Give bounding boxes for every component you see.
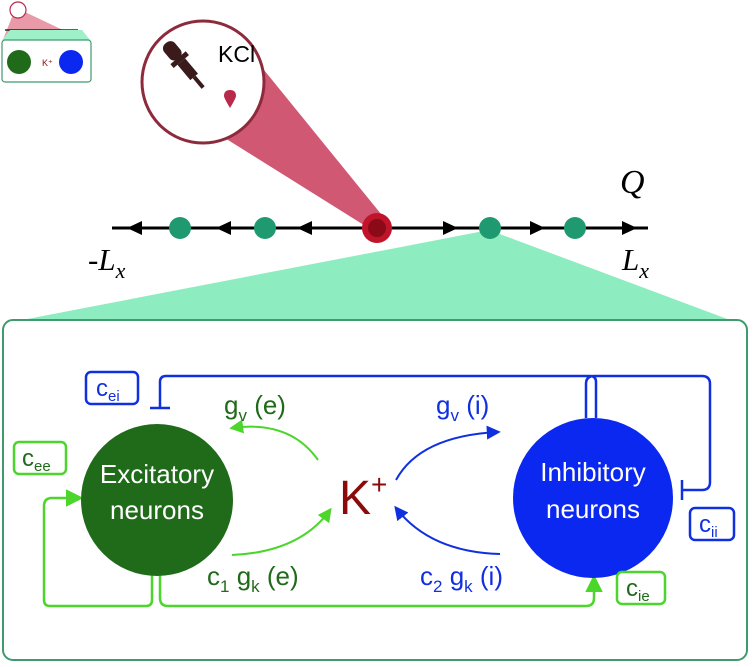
cii-box: cii xyxy=(688,506,736,542)
cii-label: cii xyxy=(699,511,718,541)
node xyxy=(254,217,276,239)
arrow-right xyxy=(443,221,458,235)
gk-i-label: c2 gk (i) xyxy=(420,561,503,596)
dropper-icon xyxy=(162,41,205,89)
thumbnail-k: K⁺ xyxy=(42,58,53,68)
inhibitory-label-line2: neurons xyxy=(546,494,640,524)
gv-i-label: gv (i) xyxy=(436,390,489,425)
cei-connection xyxy=(158,374,598,418)
thumbnail-drop-icon xyxy=(9,1,27,19)
arrow-left xyxy=(127,221,142,235)
drug-label: KCl xyxy=(218,41,255,67)
inhibitory-label-line1: Inhibitory xyxy=(540,457,646,487)
thumbnail: K⁺ xyxy=(1,1,92,83)
drug-callout-circle xyxy=(140,19,266,145)
gk-i-arrow xyxy=(394,505,501,555)
cii-connection xyxy=(584,374,712,492)
cie-box: cie xyxy=(615,570,667,606)
zoom-fan xyxy=(22,230,730,320)
field-label: Q xyxy=(620,164,645,201)
cee-connection xyxy=(42,489,154,608)
cei-label: cei xyxy=(96,375,120,405)
zoom-panel xyxy=(2,319,748,661)
excitatory-label-line1: Excitatory xyxy=(100,459,214,489)
potassium-label: K+ xyxy=(339,469,387,525)
cie-connection xyxy=(158,572,603,608)
gk-e-arrow xyxy=(231,507,332,556)
gv-e-arrow xyxy=(229,419,319,461)
gv-i-arrow xyxy=(395,425,501,481)
domain-line xyxy=(112,213,648,243)
gv-e-label: gv (e) xyxy=(224,390,286,425)
gk-e-label: c1 gk (e) xyxy=(207,561,299,596)
arrow-right xyxy=(530,221,545,235)
cie-label: cie xyxy=(626,575,650,605)
excitatory-label-line2: neurons xyxy=(110,495,204,525)
excitatory-neurons-circle xyxy=(81,424,233,576)
drop-icon xyxy=(224,90,236,108)
node xyxy=(479,217,501,239)
right-boundary-label: Lx xyxy=(621,242,649,283)
cee-box: cee xyxy=(12,440,68,476)
arrow-left xyxy=(297,221,312,235)
inhibitory-neurons-circle xyxy=(513,418,673,578)
left-boundary-label: -Lx xyxy=(88,242,126,283)
node xyxy=(169,217,191,239)
injection-site-icon xyxy=(362,213,392,243)
thumbnail-excitatory xyxy=(7,50,31,74)
thumbnail-fan xyxy=(2,30,90,40)
drug-callout: KCl xyxy=(140,19,266,145)
cei-box: cei xyxy=(84,370,140,406)
arrow-right xyxy=(622,221,637,235)
arrow-left xyxy=(216,221,231,235)
cee-label: cee xyxy=(22,445,51,475)
thumbnail-inhibitory xyxy=(59,50,83,74)
node xyxy=(564,217,586,239)
